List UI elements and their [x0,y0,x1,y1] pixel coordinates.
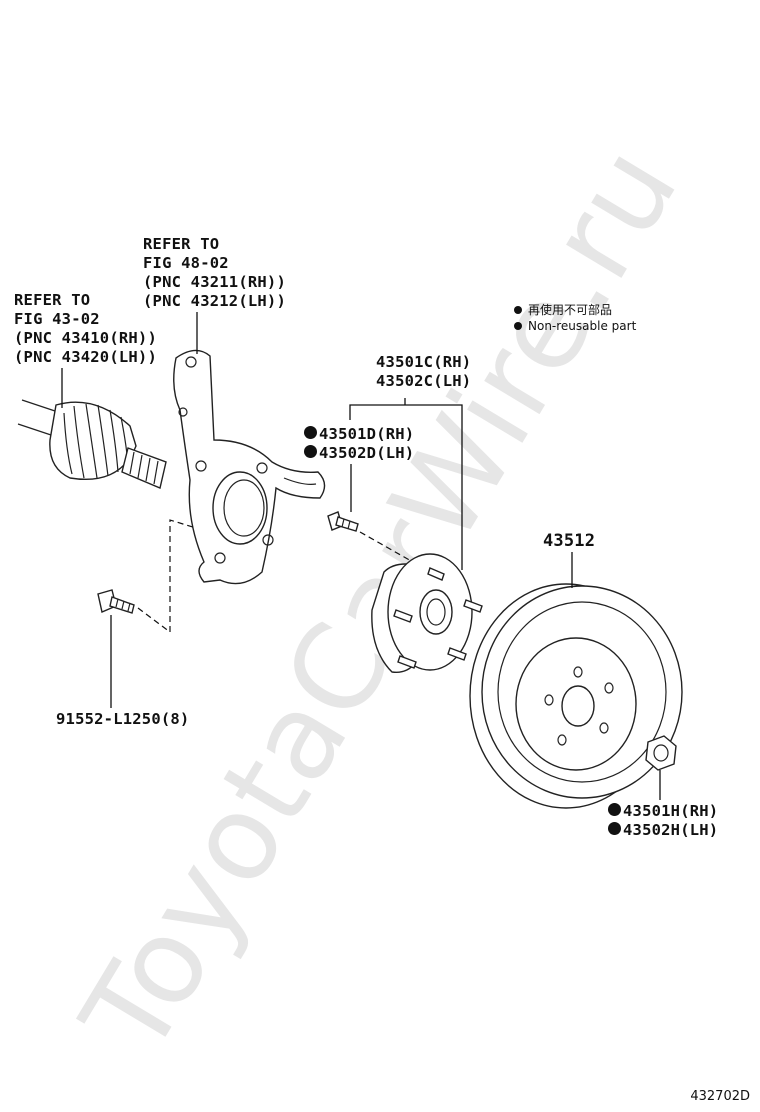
hub-assembly-drawing [371,553,483,673]
legend-en: Non-reusable part [514,318,636,334]
rotor-label: 43512 [543,531,596,551]
filled-circle-icon [304,426,317,439]
filled-circle-icon [514,321,522,330]
legend-jp: 再使用不可部品 [514,302,612,318]
hub-bolt-label: 43501D(RH)43502D(LH) [304,425,414,463]
hub-bolt-dash-line [359,531,421,567]
filled-circle-icon [608,822,621,835]
nut-label: 43501H(RH)43502H(LH) [608,802,718,840]
knuckle-bolt-dash-line [137,519,197,634]
knuckle-bolt-label: 91552-L1250(8) [56,710,190,728]
figure-number: 432702D [690,1089,750,1104]
steering-knuckle-drawing [173,349,326,585]
hub-bracket-leader [349,404,463,570]
hub-nut-drawing [645,735,677,771]
hub-bolt-drawing [327,511,359,532]
filled-circle-icon [608,803,621,816]
knuckle-bolt-drawing [97,589,135,614]
drive-shaft-drawing [17,399,167,489]
filled-circle-icon [514,305,522,314]
brake-rotor-drawing [469,583,683,809]
hub-label: 43501C(RH)43502C(LH) [376,353,472,390]
filled-circle-icon [304,445,317,458]
